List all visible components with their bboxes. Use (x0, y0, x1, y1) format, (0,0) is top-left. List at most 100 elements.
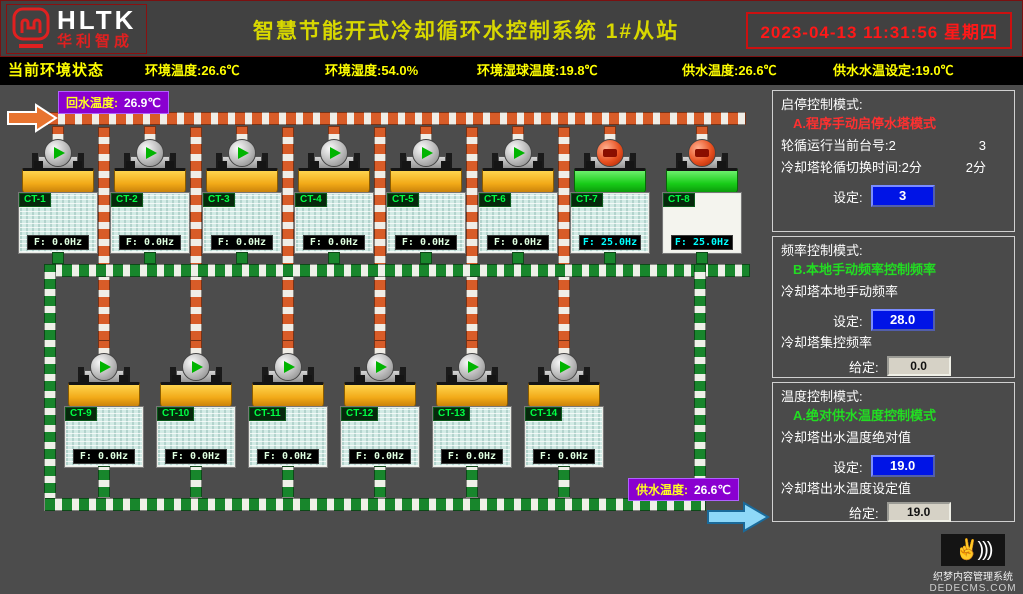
fan-button[interactable] (412, 139, 440, 167)
frequency-display: F: 0.0Hz (27, 235, 89, 250)
fan-button[interactable] (274, 353, 302, 381)
fan-button[interactable] (228, 139, 256, 167)
supply-temp-text: 供水温度: (636, 483, 688, 497)
fan-button[interactable] (688, 139, 716, 167)
panel-title: 频率控制模式: (781, 243, 863, 258)
supply-collector-pipe (44, 498, 706, 511)
fan-button[interactable] (320, 139, 348, 167)
return-temp-text: 回水温度: (66, 96, 118, 110)
datetime: 2023-04-13 11:31:56 星期四 (746, 12, 1012, 49)
frequency-display: F: 0.0Hz (119, 235, 181, 250)
rotation-current-value: 3 (978, 138, 986, 153)
status-item: 环境湿球温度:19.8℃ (477, 63, 598, 78)
return-temp-value: 26.9℃ (124, 96, 161, 110)
logo-subtitle: 华利智成 (57, 33, 134, 50)
logo: HLTK 华利智成 (6, 4, 148, 54)
row2-feed-pipe (98, 127, 110, 342)
status-bar-label: 当前环境状态 (8, 62, 105, 79)
drain-pipe-stub (328, 252, 340, 264)
drain-pipe-stub (374, 466, 386, 498)
tower-label: CT-10 (157, 407, 195, 421)
frequency-display: F: 0.0Hz (487, 235, 549, 250)
tower-label: CT-5 (387, 193, 419, 207)
fan-button[interactable] (504, 139, 532, 167)
temperature-given-value: 19.0 (886, 502, 951, 522)
tower-label: CT-8 (663, 193, 695, 207)
tower-label: CT-12 (341, 407, 379, 421)
left-down-pipe (44, 264, 56, 511)
rotation-current-label: 轮循运行当前台号:2 (781, 138, 896, 153)
return-water-temp-label: 回水温度: 26.9℃ (58, 91, 169, 114)
central-frequency-value: 0.0 (886, 356, 951, 376)
drain-pipe-stub (282, 466, 294, 498)
fan-button[interactable] (182, 353, 210, 381)
frequency-setpoint-input[interactable]: 28.0 (870, 309, 935, 331)
return-water-main-pipe (30, 112, 746, 125)
fan-stopped-icon (238, 147, 249, 159)
row1-collector-pipe (44, 264, 750, 277)
fan-button[interactable] (458, 353, 486, 381)
frequency-display: F: 0.0Hz (349, 449, 411, 464)
frequency-display: F: 0.0Hz (303, 235, 365, 250)
set-label: 设定: (833, 313, 863, 329)
dedecms-watermark[interactable]: ✌))) 织梦内容管理系统 DEDECMS.COM (926, 534, 1020, 594)
water-distribution-tank (390, 161, 462, 194)
outlet-temp-abs-label: 冷却塔出水温度绝对值 (781, 430, 912, 445)
frequency-display: F: 0.0Hz (257, 449, 319, 464)
fan-stopped-icon (560, 361, 571, 373)
set-label: 设定: (833, 459, 863, 475)
hand-sound-waves-icon: ✌))) (941, 534, 1005, 566)
row2-feed-pipe (282, 127, 294, 342)
supply-water-outlet-arrow (707, 501, 770, 533)
page-title: 智慧节能开式冷却循环水控制系统 1#从站 (252, 20, 680, 43)
fan-running-icon (695, 149, 709, 157)
frequency-mode-text: B.本地手动频率控制频率 (793, 262, 937, 277)
fan-button[interactable] (136, 139, 164, 167)
status-item: 环境湿度:54.0% (325, 63, 419, 78)
frequency-display: F: 0.0Hz (441, 449, 503, 464)
frequency-display: F: 25.0Hz (579, 235, 641, 250)
watermark-text: 织梦内容管理系统 (933, 572, 1013, 583)
fan-stopped-icon (284, 361, 295, 373)
fan-stopped-icon (146, 147, 157, 159)
temperature-setpoint-input[interactable]: 19.0 (870, 455, 935, 477)
supply-temp-value: 26.6℃ (694, 483, 731, 497)
outlet-temp-given-label: 冷却塔出水温度设定值 (781, 481, 912, 496)
fan-button[interactable] (596, 139, 624, 167)
drain-pipe-stub (512, 252, 524, 264)
rotation-setpoint-input[interactable]: 3 (870, 185, 935, 207)
local-frequency-label: 冷却塔本地手动频率 (781, 284, 899, 299)
drain-pipe-stub (52, 252, 64, 264)
water-distribution-tank (206, 161, 278, 194)
fan-stopped-icon (514, 147, 525, 159)
water-distribution-tank (68, 375, 140, 408)
water-distribution-tank (344, 375, 416, 408)
frequency-display: F: 0.0Hz (211, 235, 273, 250)
fan-button[interactable] (90, 353, 118, 381)
tower-label: CT-14 (525, 407, 563, 421)
fan-button[interactable] (366, 353, 394, 381)
fan-stopped-icon (54, 147, 65, 159)
header: HLTK 华利智成 智慧节能开式冷却循环水控制系统 1#从站 2023-04-1… (0, 0, 1023, 57)
fan-button[interactable] (550, 353, 578, 381)
frequency-display: F: 0.0Hz (533, 449, 595, 464)
rotation-switch-time-value: 2分 (965, 160, 986, 175)
frequency-display: F: 0.0Hz (395, 235, 457, 250)
fan-button[interactable] (44, 139, 72, 167)
right-down-pipe (694, 264, 706, 511)
